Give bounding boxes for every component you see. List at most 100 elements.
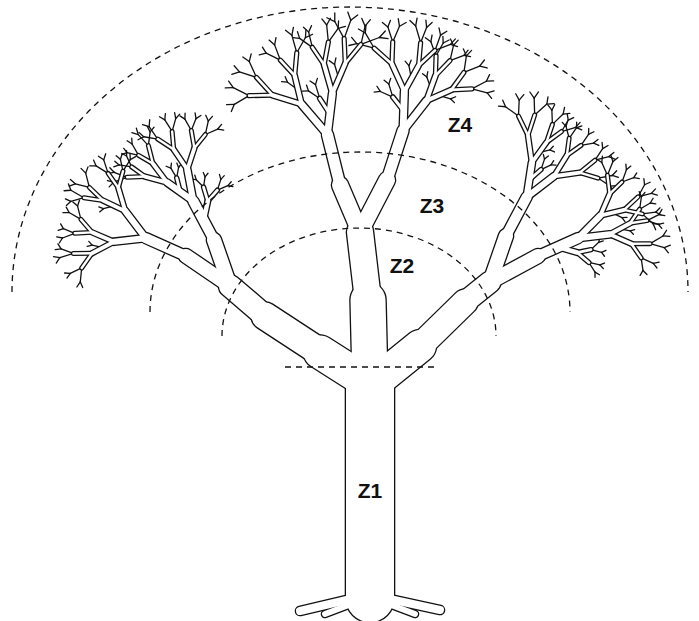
branch-outline: [191, 131, 194, 149]
branch-outline: [349, 44, 357, 46]
branch-outline: [451, 89, 472, 90]
branch-outline: [65, 272, 71, 274]
zone-label: Z3: [417, 194, 448, 217]
branch-outline: [663, 230, 667, 236]
branch-outline: [641, 258, 653, 263]
branch-outline: [62, 233, 74, 238]
branch-outline: [164, 114, 166, 120]
branch-outline: [360, 232, 368, 300]
branch-outline: [171, 168, 177, 178]
branch-outline: [552, 114, 563, 124]
branch-outline: [659, 214, 665, 216]
branch-fill: [529, 170, 541, 180]
branch-outline: [54, 12, 671, 614]
branch-outline: [612, 175, 618, 177]
branch-fill: [332, 64, 345, 94]
branch-outline: [595, 157, 609, 161]
branch-outline: [518, 116, 528, 136]
branch-outline: [640, 270, 643, 275]
branch-outline: [132, 144, 138, 155]
branch-fill: [174, 150, 188, 170]
branch-outline: [425, 38, 430, 42]
branch-outline: [297, 32, 299, 39]
branch-outline: [172, 119, 176, 132]
branch-outline: [67, 273, 70, 278]
branch-outline: [577, 250, 591, 253]
branch-fill: [392, 64, 404, 91]
branch-fill: [370, 600, 372, 614]
branch-outline: [650, 202, 655, 204]
branch-outline: [650, 198, 653, 203]
branch-outline: [656, 208, 660, 212]
branch-outline: [348, 12, 351, 20]
branch-outline: [547, 97, 548, 104]
branch-fill: [280, 60, 294, 76]
branch-outline: [551, 161, 554, 165]
branch-fill: [567, 145, 581, 155]
branch-fill: [125, 211, 145, 238]
branch-outline: [295, 76, 302, 105]
branch-outline: [442, 36, 444, 43]
branch-outline: [601, 156, 603, 162]
branch-outline: [110, 168, 114, 173]
branch-outline: [59, 238, 62, 243]
branch-outline: [146, 238, 186, 256]
branch-outline: [609, 152, 614, 156]
branch-outline: [249, 62, 256, 78]
branch-outline: [329, 61, 334, 65]
branch-outline: [66, 201, 71, 205]
branch-fill: [532, 143, 546, 163]
branch-outline: [218, 129, 224, 130]
branch-outline: [651, 189, 655, 194]
branch-outline: [487, 91, 494, 93]
branch-outline: [634, 177, 640, 179]
branch-outline: [578, 234, 609, 238]
branch-fill: [451, 89, 472, 90]
branch-outline: [389, 84, 393, 97]
branch-outline: [335, 58, 336, 64]
branch-fill: [81, 219, 92, 232]
branch-outline: [599, 241, 604, 242]
branch-outline: [435, 61, 450, 76]
branch-fill: [538, 238, 578, 256]
branch-outline: [398, 19, 399, 27]
branch-outline: [543, 154, 544, 159]
branch-outline: [528, 115, 535, 136]
branch-outline: [63, 229, 74, 234]
branch-outline: [219, 174, 220, 179]
branch-outline: [370, 600, 372, 614]
branch-fill: [325, 600, 362, 614]
branch-outline: [388, 20, 391, 27]
branch-fill: [610, 234, 632, 243]
branch-outline: [206, 115, 209, 121]
branch-outline: [90, 165, 96, 166]
branch-fill: [490, 236, 506, 282]
branch-fill: [580, 173, 598, 178]
branch-outline: [545, 156, 549, 159]
branch-outline: [58, 244, 61, 249]
branch-fill: [527, 176, 554, 197]
branch-outline: [472, 89, 487, 93]
branch-fill: [208, 190, 218, 201]
branch-outline: [388, 27, 393, 42]
branch-fill: [435, 61, 450, 76]
branch-fill: [374, 48, 392, 64]
branch-outline: [548, 105, 552, 110]
branch-outline: [472, 81, 486, 89]
branch-outline: [136, 128, 138, 134]
branch-outline: [374, 48, 392, 64]
branch-outline: [566, 126, 569, 138]
branch-outline: [275, 38, 276, 45]
branch-outline: [641, 258, 643, 271]
branch-outline: [645, 182, 651, 185]
branch-outline: [345, 44, 361, 63]
branch-outline: [365, 33, 374, 48]
branch-outline: [562, 122, 566, 126]
branch-outline: [344, 39, 345, 64]
branch-outline: [205, 121, 208, 135]
zone-label: Z4: [445, 113, 476, 136]
branch-outline: [204, 187, 208, 201]
branch-outline: [607, 175, 609, 194]
